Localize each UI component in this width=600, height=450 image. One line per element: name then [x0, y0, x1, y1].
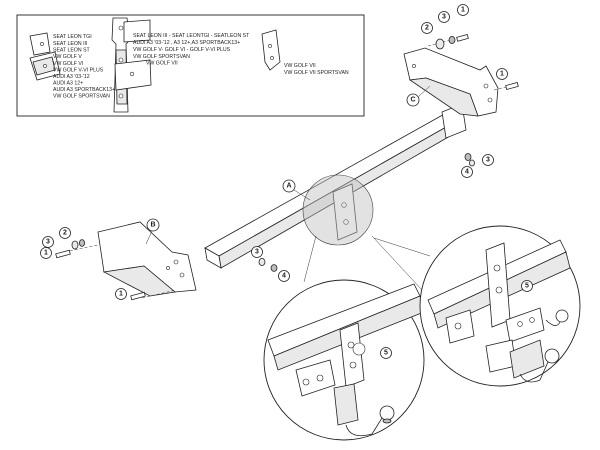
- part-letter-b: B: [150, 222, 155, 229]
- left-side-bracket-part-b: [59, 221, 197, 299]
- number-callouts: 1 2 3 1 1 3 4 1 2 3 3 4 5 5: [40, 4, 533, 359]
- callout-1: 1: [44, 250, 48, 257]
- vehicle-label: SEAT LEON III: [53, 41, 87, 47]
- vehicle-label: SEAT LEON TGI: [53, 34, 92, 40]
- inset-right-label-list: VW GOLF VII VW GOLF VII SPORTSVAN: [284, 63, 349, 76]
- vehicle-applicability-inset: SEAT LEON TGI SEAT LEON III SEAT LEON ST…: [16, 14, 365, 117]
- callout-3: 3: [486, 157, 490, 164]
- part-letter-c: C: [410, 97, 415, 104]
- vehicle-label: VW GOLF V- GOLF VI - GOLF V-VI PLUS: [133, 47, 231, 53]
- inset-bracket-sketch-left: [29, 32, 61, 81]
- vehicle-label: AUDI A3 '03-'12 , A3 12+,A3 SPORTBACK13+: [133, 40, 240, 46]
- vehicle-label: SEAT LEON ST: [53, 48, 91, 54]
- fasteners: [55, 34, 519, 301]
- vehicle-label: SEAT LEON III - SEAT LEONTGI - SEATLEON …: [133, 33, 250, 39]
- vehicle-label: VW GOLF V-VI PLUS: [53, 68, 104, 74]
- inset-left-label-list: SEAT LEON TGI SEAT LEON III SEAT LEON ST…: [53, 34, 115, 100]
- part-letter-callouts: A B C: [145, 85, 431, 245]
- callout-2: 2: [425, 25, 429, 32]
- vehicle-label: AUDI A3 SPORTBACK13+: [53, 87, 115, 93]
- vehicle-label: VW GOLF SPORTSVAN: [133, 54, 190, 60]
- vehicle-label: AUDI A3 12+: [53, 81, 83, 87]
- callout-5: 5: [384, 350, 388, 357]
- crossbar-part-a: [204, 103, 467, 269]
- callout-3: 3: [255, 249, 259, 256]
- inset-middle-label-list: SEAT LEON III - SEAT LEONTGI - SEATLEON …: [133, 33, 250, 67]
- vehicle-label: VW GOLF VII SPORTSVAN: [284, 70, 349, 76]
- right-side-bracket-part-c: [403, 39, 511, 117]
- detail-view-fixed-towball: [263, 235, 425, 441]
- callout-1: 1: [119, 291, 123, 298]
- inset-bracket-sketch-right: [261, 29, 281, 71]
- callout-5: 5: [525, 283, 529, 290]
- part-letter-a: A: [286, 183, 291, 190]
- inset-bracket-sketch-center: [111, 17, 152, 113]
- callout-2: 2: [63, 230, 67, 237]
- callout-4: 4: [282, 273, 286, 280]
- detail-view-detachable-towball: [373, 225, 581, 387]
- callout-1: 1: [461, 7, 465, 14]
- callout-4: 4: [465, 169, 469, 176]
- vehicle-label: VW GOLF VI: [53, 61, 83, 67]
- callout-3: 3: [442, 14, 446, 21]
- callout-1: 1: [500, 71, 504, 78]
- vehicle-label: VW GOLF VII: [146, 61, 178, 67]
- vehicle-label: AUDI A3 '03-'12: [53, 74, 90, 80]
- vehicle-label: VW GOLF VII: [284, 63, 316, 69]
- vehicle-label: VW GOLF SPORTSVAN: [53, 94, 110, 100]
- callout-3: 3: [46, 239, 50, 246]
- vehicle-label: VW GOLF V: [53, 54, 82, 60]
